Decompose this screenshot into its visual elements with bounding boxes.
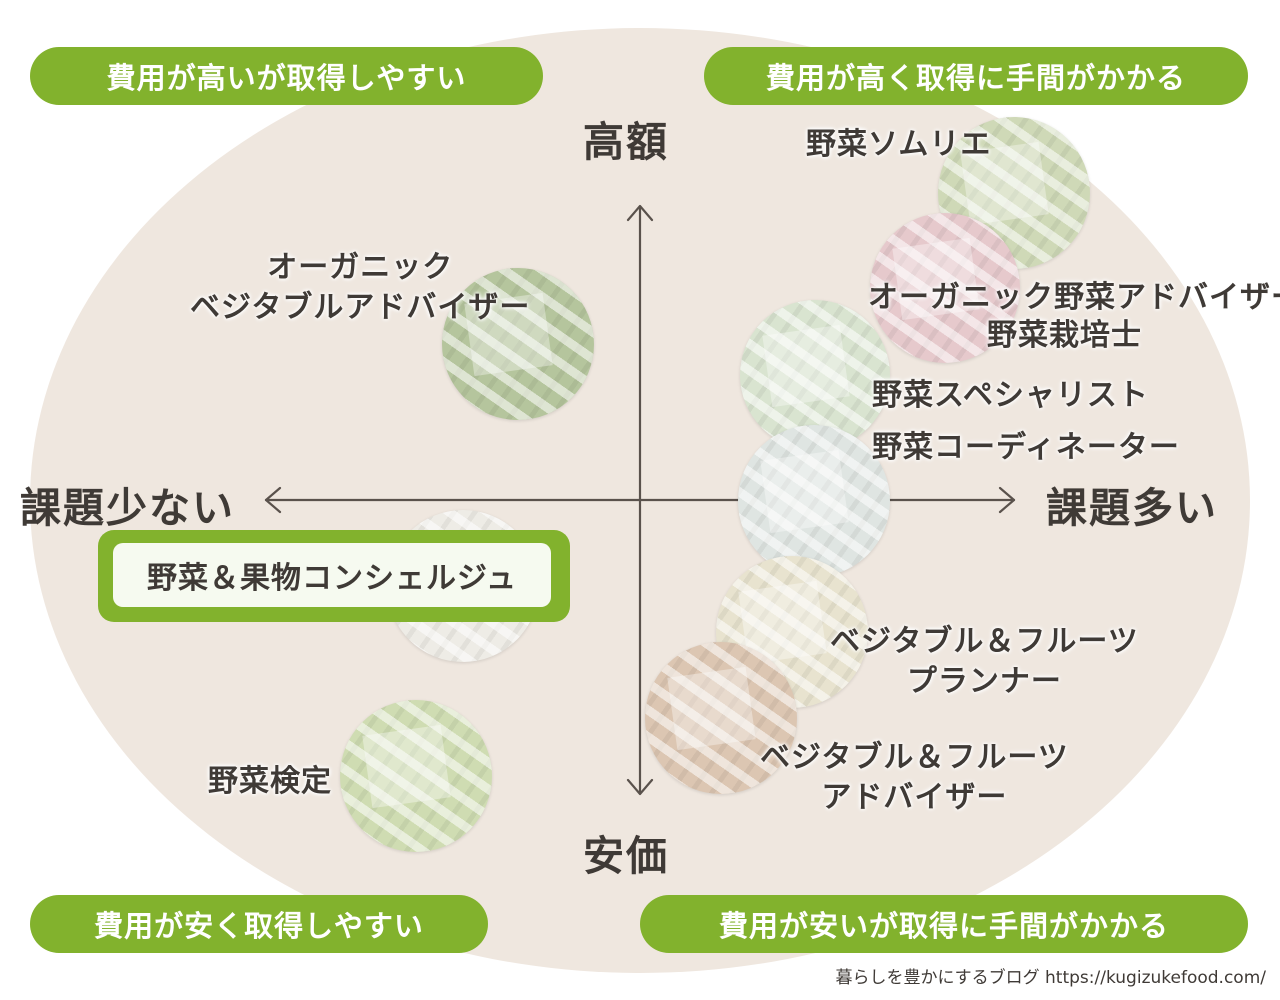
quadrant-bottom-left-pill: 費用が安く取得しやすい bbox=[30, 895, 488, 953]
axis-label-few-tasks: 課題少ない bbox=[20, 484, 235, 532]
quadrant-top-left-pill: 費用が高いが取得しやすい bbox=[30, 47, 543, 105]
arrow-left-icon bbox=[264, 486, 282, 514]
footer-credit: 暮らしを豊かにするブログ https://kugizukefood.com/ bbox=[835, 968, 1266, 988]
arrow-up-icon bbox=[626, 204, 654, 222]
axis-label-low-cost: 安価 bbox=[583, 832, 669, 880]
vegetable-fruit-advisor-photo bbox=[645, 642, 797, 794]
label-line: プランナー bbox=[906, 664, 1062, 699]
label-line: アドバイザー bbox=[821, 780, 1008, 815]
label-organic-vegetable-advisor: オーガニック野菜アドバイザー bbox=[868, 280, 1280, 315]
organic-vegetable-advisor-photo bbox=[870, 213, 1020, 363]
label-line: ベジタブルアドバイザー bbox=[190, 290, 531, 325]
axis-label-high-cost: 高額 bbox=[583, 118, 669, 166]
label-vegetable-fruit-planner: ベジタブル＆フルーツ プランナー bbox=[830, 622, 1139, 702]
label-line: オーガニック bbox=[267, 250, 454, 285]
quadrant-top-right-pill: 費用が高く取得に手間がかかる bbox=[704, 47, 1248, 105]
label-vegetable-fruit-concierge: 野菜＆果物コンシェルジュ bbox=[113, 543, 551, 607]
axis-label-many-tasks: 課題多い bbox=[1046, 484, 1218, 532]
label-organic-vegetable-advisor-left: オーガニック ベジタブルアドバイザー bbox=[190, 248, 530, 328]
vegetable-test-photo bbox=[340, 700, 492, 852]
label-vegetable-fruit-advisor: ベジタブル＆フルーツ アドバイザー bbox=[760, 738, 1069, 818]
label-vegetable-test: 野菜検定 bbox=[208, 764, 332, 799]
arrow-right-icon bbox=[998, 486, 1016, 514]
organic-vegetable-advisor-left-photo bbox=[442, 268, 594, 420]
label-line: ベジタブル＆フルーツ bbox=[830, 624, 1139, 659]
label-vegetable-coordinator: 野菜コーディネーター bbox=[872, 430, 1180, 465]
label-vegetable-specialist: 野菜スペシャリスト bbox=[872, 378, 1149, 413]
label-vegetable-sommelier: 野菜ソムリエ bbox=[806, 127, 992, 162]
label-line: ベジタブル＆フルーツ bbox=[760, 740, 1069, 775]
quadrant-bottom-right-pill: 費用が安いが取得に手間がかかる bbox=[640, 895, 1248, 953]
vegetable-coordinator-photo bbox=[738, 425, 890, 577]
label-vegetable-cultivator: 野菜栽培士 bbox=[987, 318, 1142, 353]
